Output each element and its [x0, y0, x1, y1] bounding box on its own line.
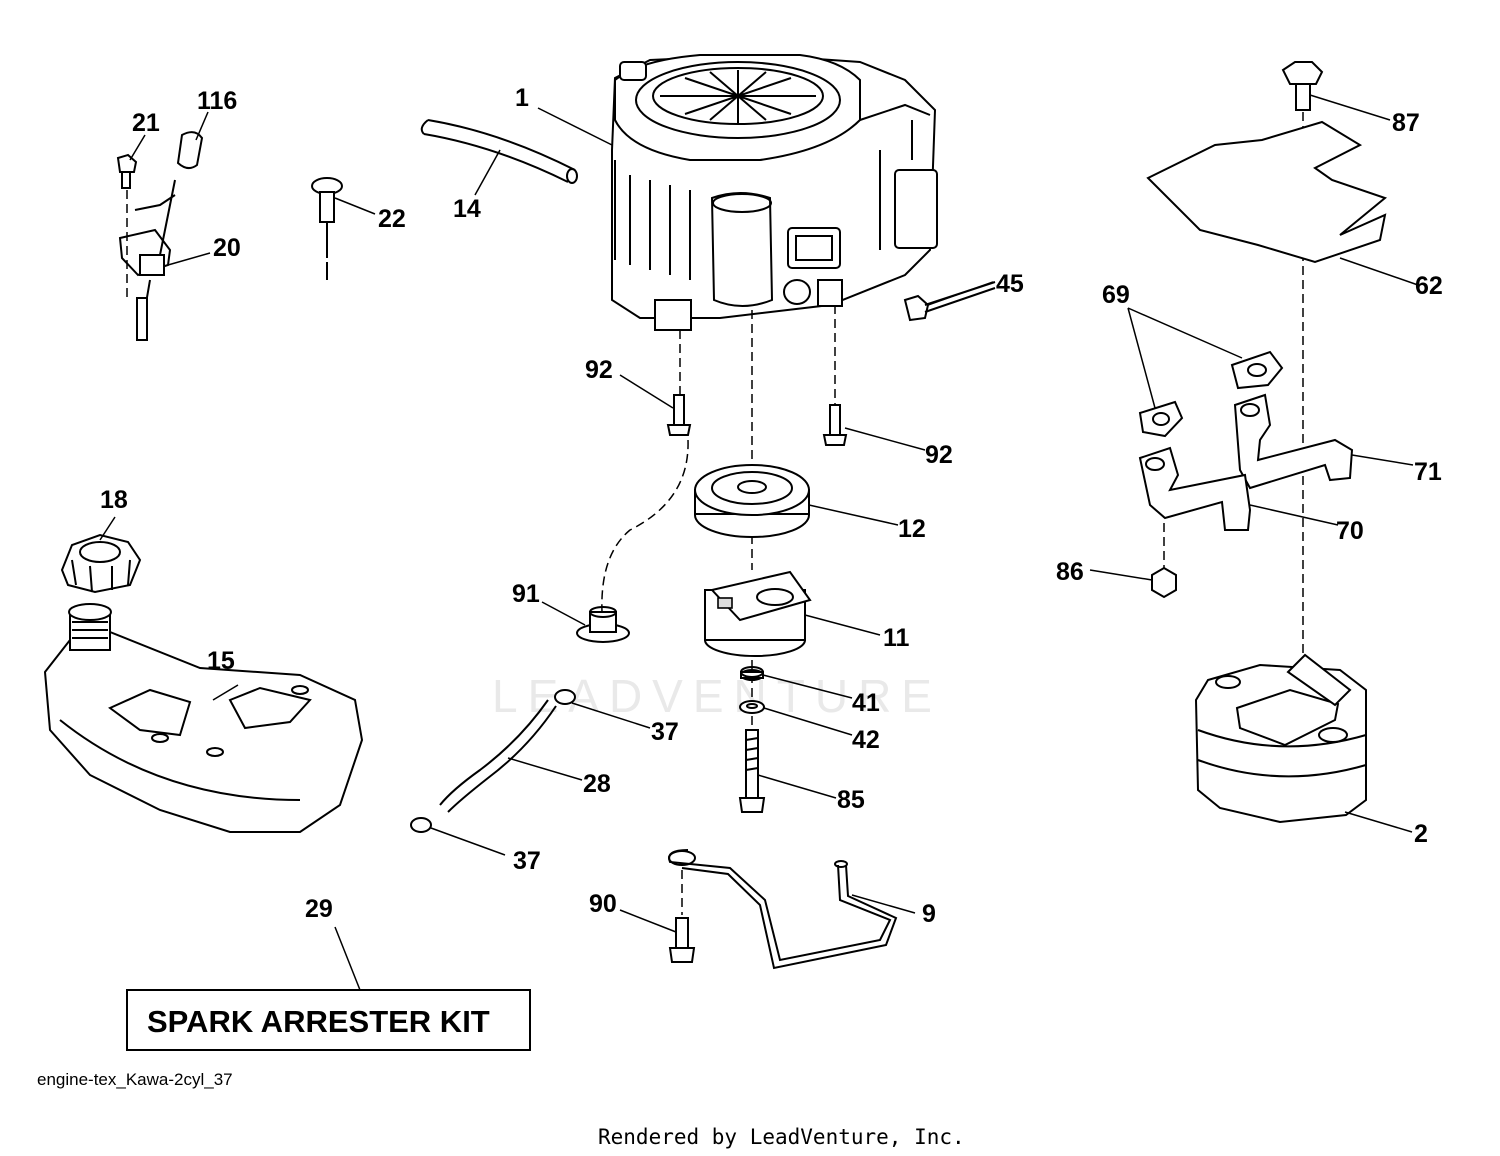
- callout-116: 116: [197, 87, 237, 115]
- screw-part-21: [116, 153, 138, 189]
- gasket-part-69-upper: [1230, 350, 1284, 390]
- callout-91: 91: [512, 580, 540, 608]
- engine-part: [611, 53, 938, 331]
- gasket-part-69-lower: [1138, 400, 1184, 438]
- bolt-part-87: [1281, 61, 1324, 111]
- exhaust-pipe-part-71: [1233, 393, 1354, 490]
- callout-20: 20: [213, 234, 241, 262]
- nut-part-86: [1151, 566, 1177, 599]
- callout-11: 11: [883, 624, 910, 652]
- fuel-cap-part-18: [60, 533, 142, 594]
- callout-37-upper: 37: [651, 718, 679, 746]
- exhaust-pipe-part-70: [1138, 446, 1252, 531]
- clutch-part-11: [704, 570, 812, 657]
- washer-part-42: [739, 700, 765, 714]
- spark-arrester-kit-box: [126, 989, 531, 1051]
- leader-lines: [99, 94, 1419, 991]
- grommet-part-91: [576, 606, 630, 643]
- callout-92-left: 92: [585, 356, 613, 384]
- callout-15: 15: [207, 647, 235, 675]
- callout-18: 18: [100, 486, 128, 514]
- callout-71: 71: [1414, 458, 1442, 486]
- choke-part-22: [311, 177, 343, 280]
- callout-2: 2: [1414, 820, 1428, 848]
- callout-85: 85: [837, 786, 865, 814]
- callout-45: 45: [996, 270, 1024, 298]
- callout-70: 70: [1336, 517, 1364, 545]
- rendered-by-footer: Rendered by LeadVenture, Inc.: [598, 1125, 965, 1149]
- callout-62: 62: [1415, 272, 1443, 300]
- callout-9: 9: [922, 900, 936, 928]
- hose-part-14: [420, 119, 578, 184]
- muffler-part-2: [1194, 653, 1367, 824]
- clamp-part-37-lower: [410, 817, 432, 833]
- fuel-tank-part-15: [43, 603, 364, 833]
- gasket-plate-part-62: [1146, 120, 1388, 264]
- bolt-part-45: [903, 281, 996, 322]
- spark-arrester-kit-label: SPARK ARRESTER KIT: [147, 1004, 490, 1039]
- callout-14: 14: [453, 195, 481, 223]
- callout-29: 29: [305, 895, 333, 923]
- callout-37-lower: 37: [513, 847, 541, 875]
- callout-86: 86: [1056, 558, 1084, 586]
- callout-42: 42: [852, 726, 880, 754]
- callout-21: 21: [132, 109, 160, 137]
- clamp-part-37-upper: [554, 689, 576, 705]
- callout-69: 69: [1102, 281, 1130, 309]
- pulley-part-12: [694, 464, 810, 538]
- callout-87: 87: [1392, 109, 1420, 137]
- callout-92-right: 92: [925, 441, 953, 469]
- callout-28: 28: [583, 770, 611, 798]
- callout-1: 1: [515, 84, 529, 112]
- bolt-part-90: [668, 917, 696, 963]
- callout-41: 41: [852, 689, 880, 717]
- bracket-part-9: [668, 849, 898, 970]
- throttle-control-part: [118, 179, 176, 341]
- callout-90: 90: [589, 890, 617, 918]
- fuel-line-part-28: [439, 699, 557, 813]
- diagram-file-label: engine-tex_Kawa-2cyl_37: [37, 1070, 233, 1089]
- alignment-line-fuel-line: [601, 439, 689, 613]
- bolt-part-85: [738, 729, 766, 813]
- callout-22: 22: [378, 205, 406, 233]
- callout-12: 12: [898, 515, 926, 543]
- bolt-part-92-left: [666, 394, 692, 436]
- knob-part-116: [176, 131, 204, 169]
- bolt-part-92-right: [822, 404, 848, 446]
